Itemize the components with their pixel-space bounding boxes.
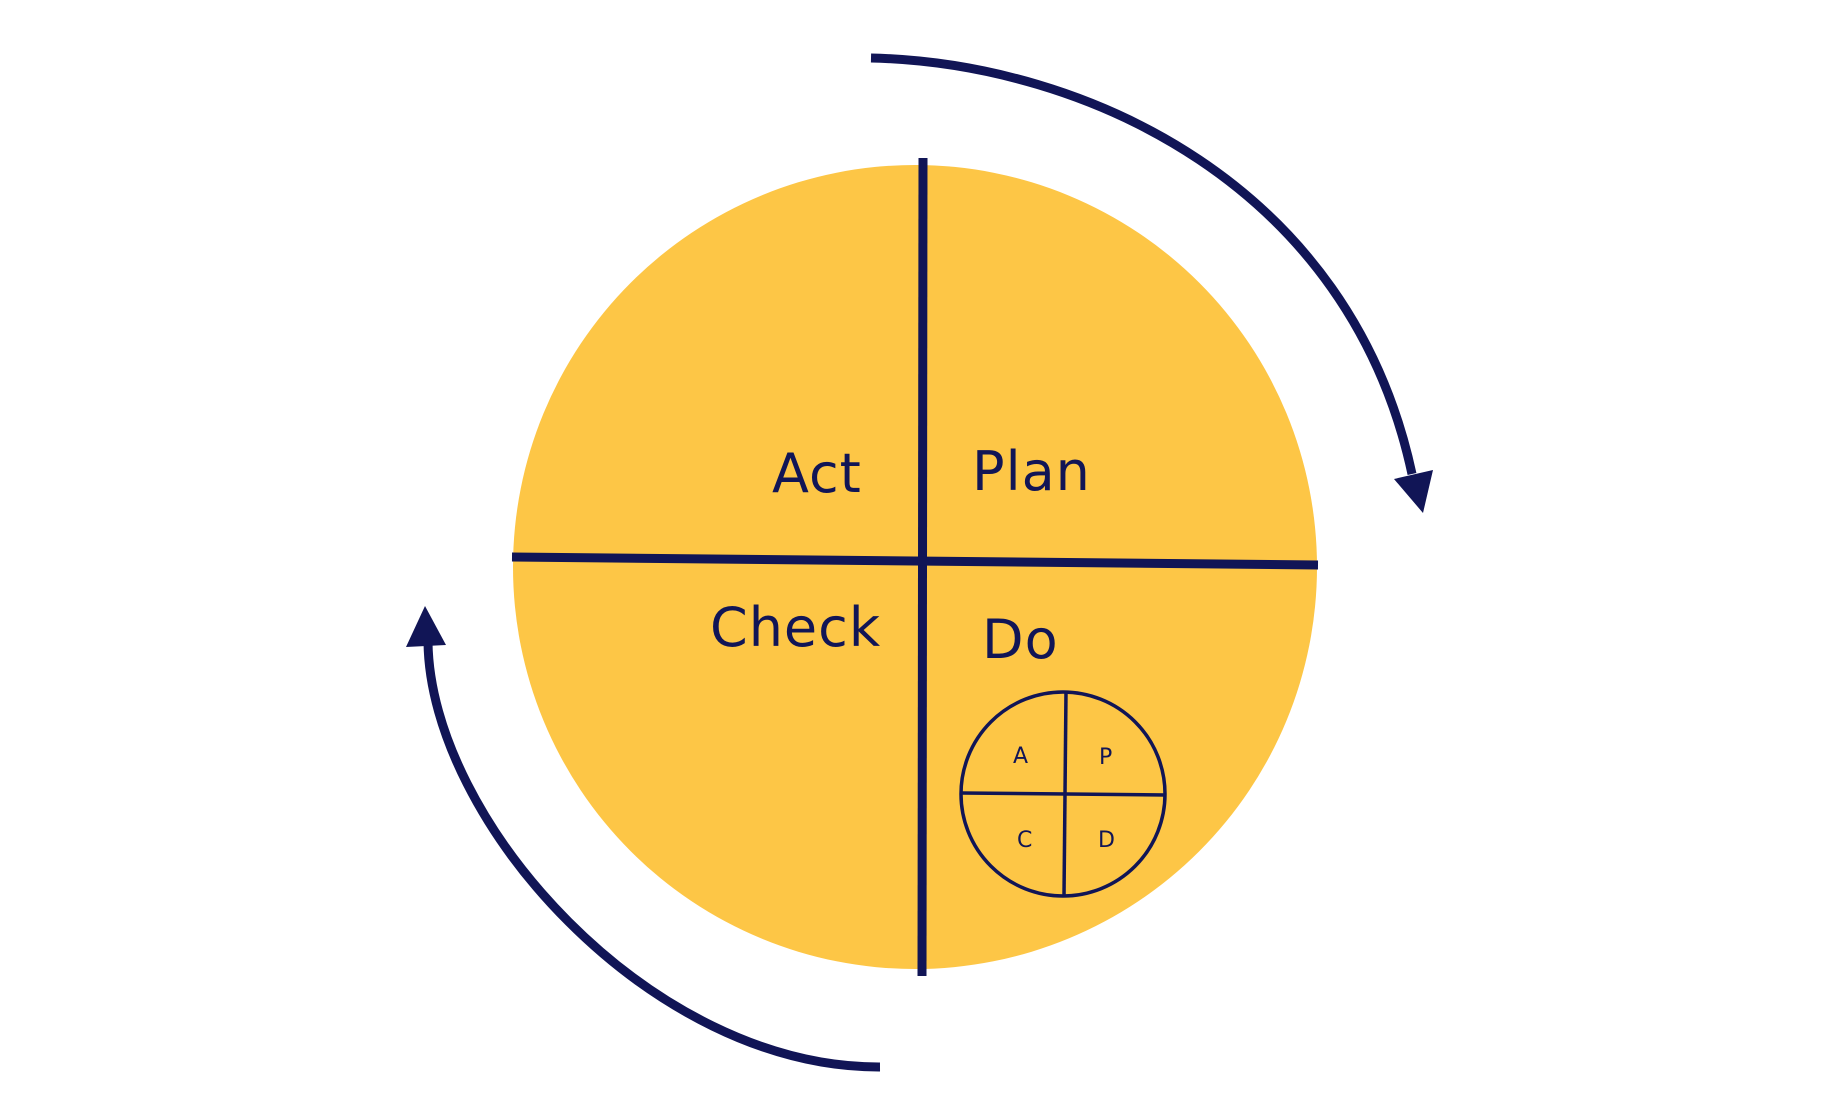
mini-c-label: C: [1017, 828, 1032, 853]
horizontal-divider: [511, 552, 1319, 570]
act-label: Act: [772, 442, 862, 505]
mini-d-label: D: [1098, 828, 1115, 853]
arrow-arc-top-right: [870, 53, 1417, 475]
mini-p-label: P: [1099, 745, 1112, 770]
arrowhead-down-icon: [1394, 470, 1433, 513]
mini-a-label: A: [1013, 744, 1028, 769]
mini-horizontal-divider: [960, 791, 1167, 797]
pdca-circle: [513, 165, 1317, 969]
vertical-divider: [917, 157, 928, 977]
arrow-arc-bottom-left: [423, 641, 881, 1072]
do-label: Do: [982, 608, 1059, 671]
clockwise-arrow-bottom-left: [406, 606, 881, 1072]
mini-pdca-cycle: A P C D: [959, 690, 1167, 898]
plan-label: Plan: [972, 440, 1091, 503]
check-label: Check: [710, 596, 881, 659]
arrowhead-up-icon: [406, 606, 446, 647]
clockwise-arrow-top-right: [870, 53, 1433, 513]
